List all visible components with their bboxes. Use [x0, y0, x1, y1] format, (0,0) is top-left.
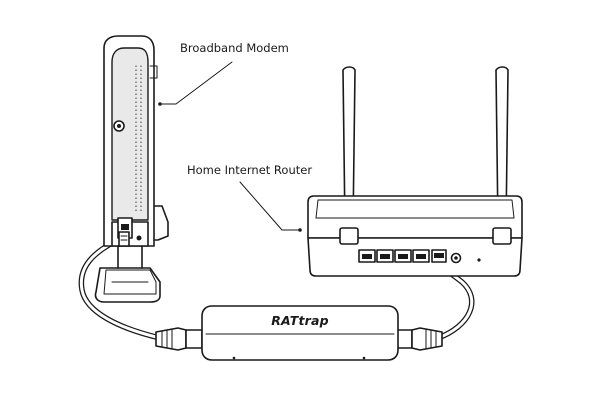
- router-leader-line: [239, 181, 299, 231]
- modem-leader-line: [161, 61, 233, 105]
- rattrap-logo-text: RATtrap: [271, 313, 329, 328]
- rattrap-device: RATtrap: [155, 305, 443, 361]
- modem-leader-dot: [158, 102, 162, 106]
- ethernet-cable-modem-to-rattrap: [78, 235, 163, 341]
- router-leader-dot: [298, 228, 302, 232]
- rattrap-left-plug: [155, 327, 203, 351]
- rattrap-right-plug: [395, 327, 443, 351]
- home-internet-router: [307, 66, 523, 277]
- router-label: Home Internet Router: [187, 163, 312, 177]
- modem-label: Broadband Modem: [180, 41, 289, 55]
- broadband-modem: [94, 35, 169, 303]
